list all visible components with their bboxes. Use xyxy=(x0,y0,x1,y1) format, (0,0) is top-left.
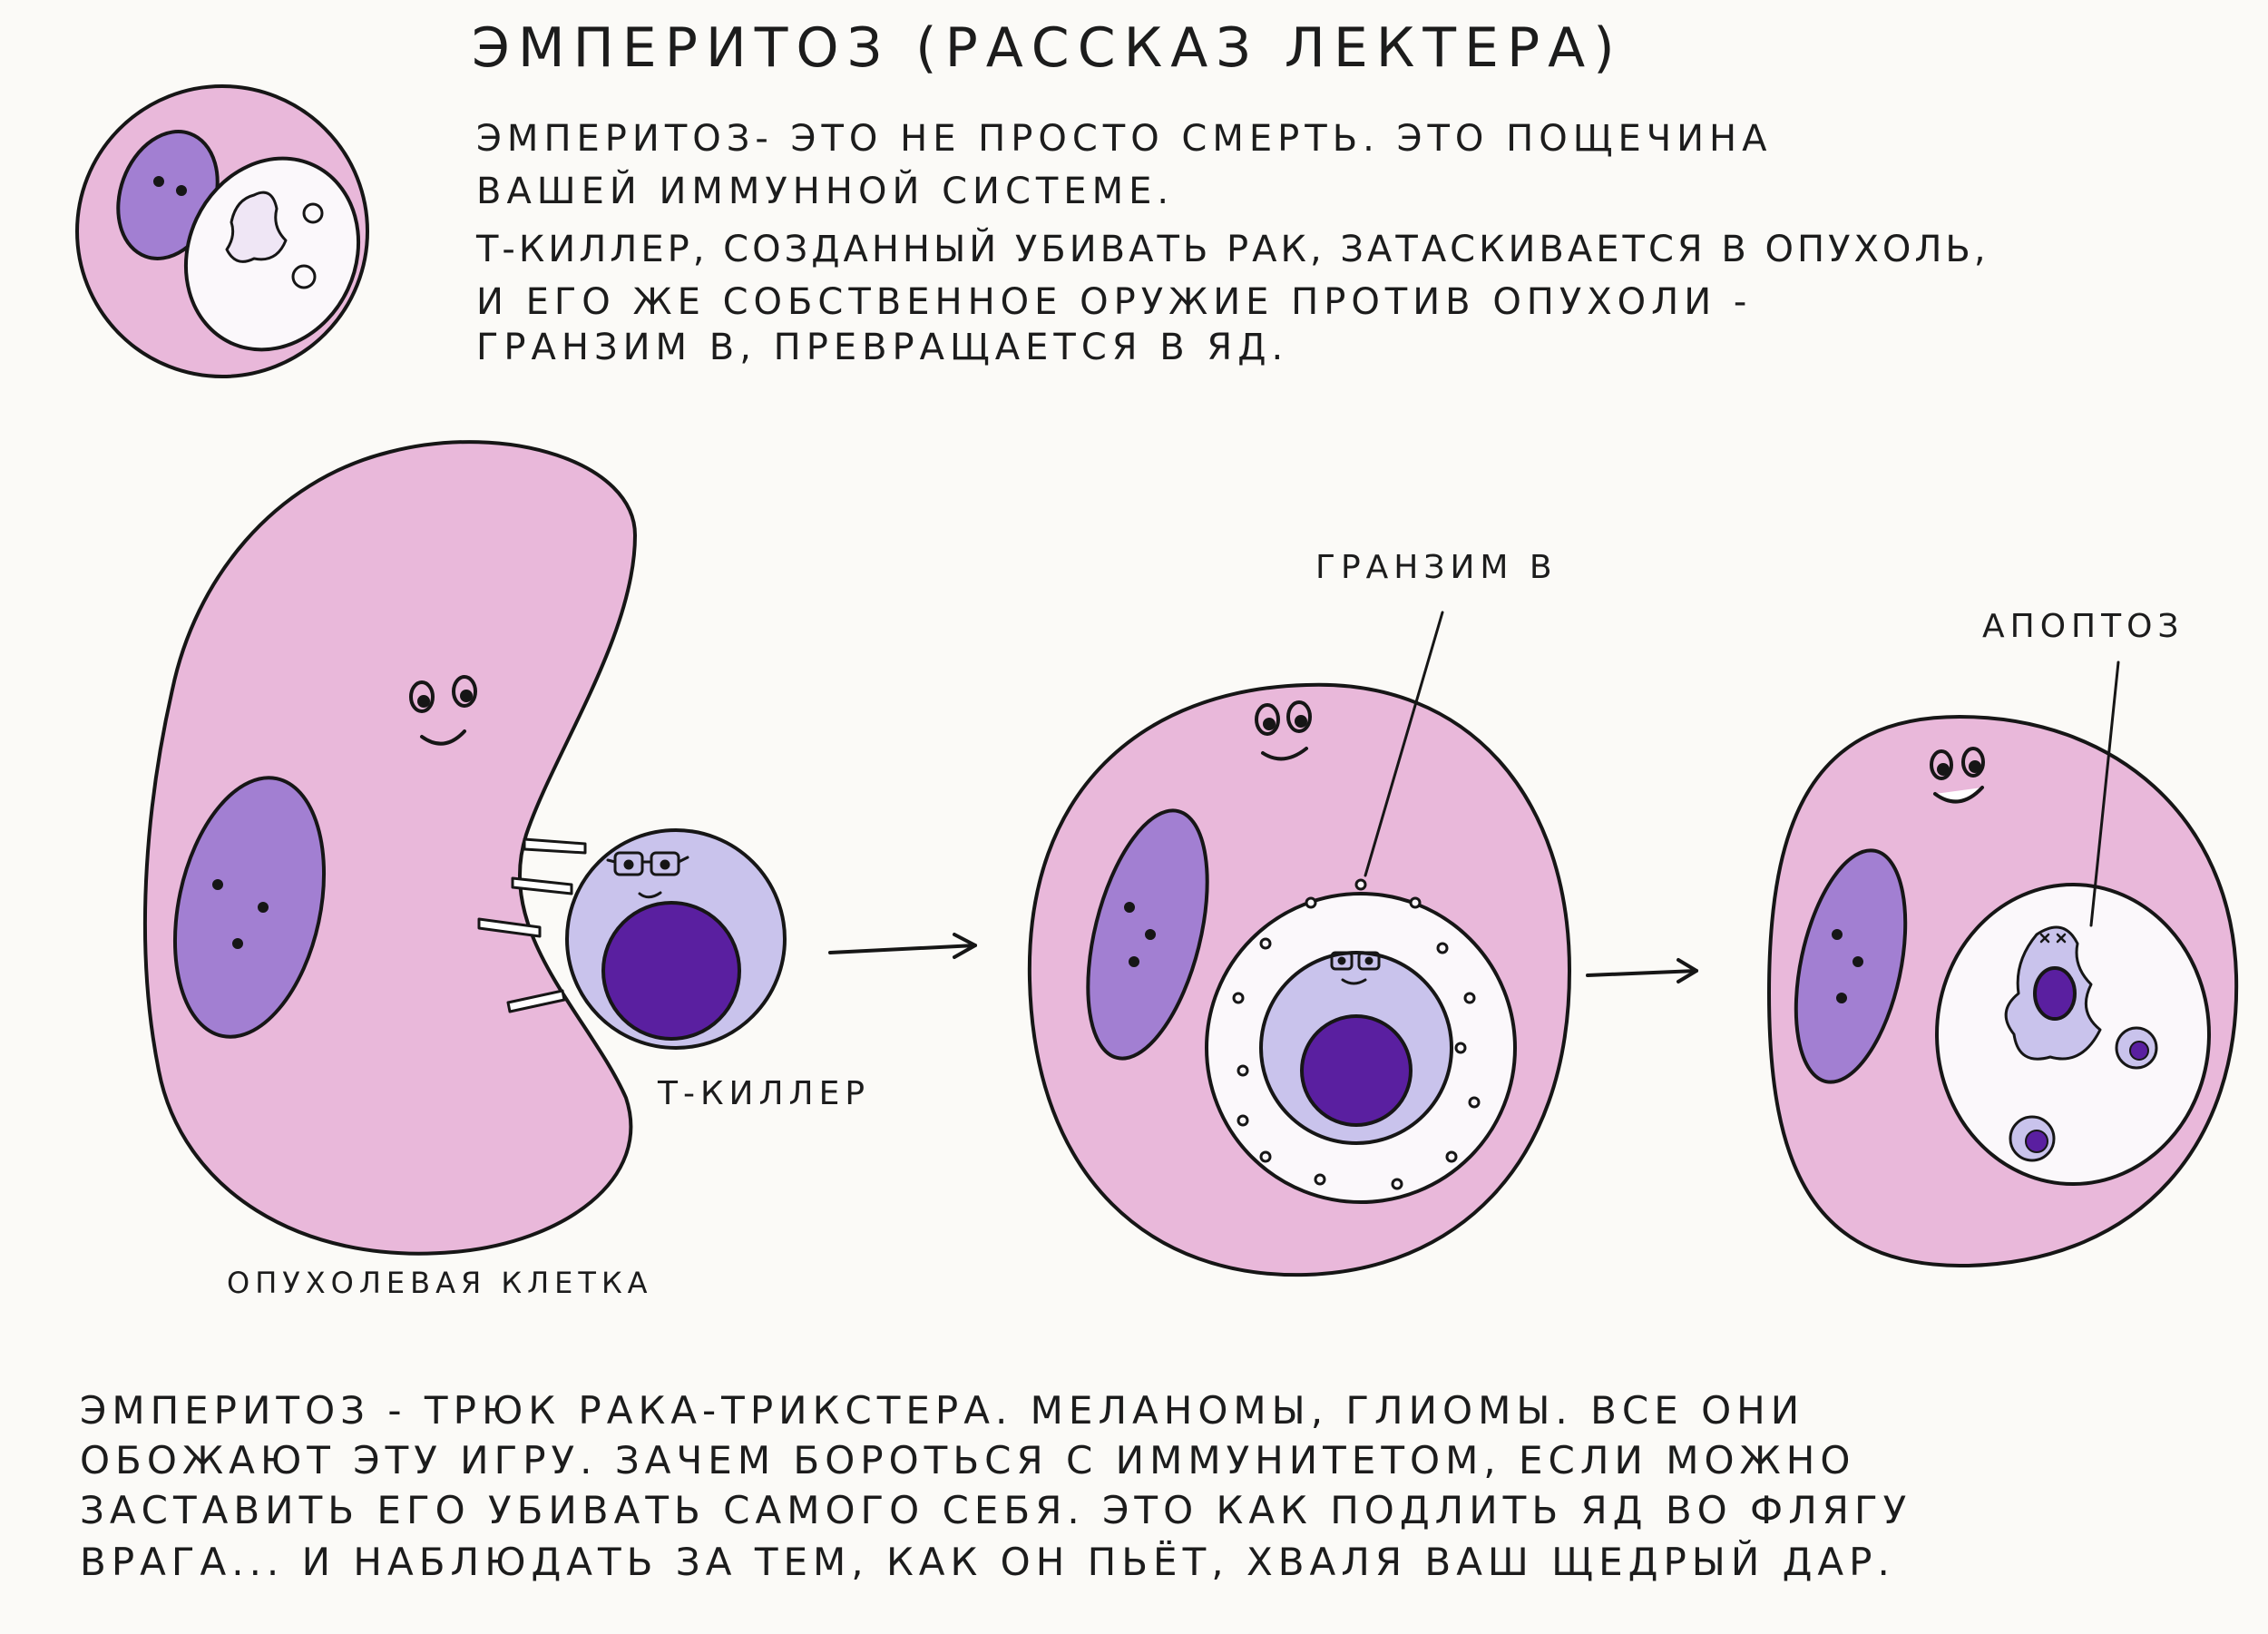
middle-cell xyxy=(1027,611,1571,1277)
granzyme-pointer xyxy=(1364,611,1444,877)
t-killer-face xyxy=(606,851,689,899)
arrow-1 xyxy=(828,933,977,959)
tumor-cell xyxy=(142,440,637,1256)
right-cell-face xyxy=(1930,747,1985,804)
tumor-cell-cytoplasm xyxy=(142,440,637,1256)
engulfed-t-killer-face xyxy=(1330,951,1381,985)
arrow-2 xyxy=(1586,958,1698,983)
t-killer-cell xyxy=(477,828,787,1050)
thumbnail-cell xyxy=(75,84,369,378)
outro-line: врага... и наблюдать за тем, как он пьёт… xyxy=(80,1540,1895,1584)
tumor-cell-nucleus xyxy=(172,776,327,1039)
intro-line: Т-киллер, созданный убивать рак, затаски… xyxy=(476,229,1989,270)
thumbnail-engulfed-cell xyxy=(225,191,288,263)
right-cell-nucleus xyxy=(1794,848,1908,1084)
granzyme-granules xyxy=(1232,878,1481,1190)
t-killer-nucleus xyxy=(601,901,741,1041)
outro-line: заставить его убивать самого себя. Это к… xyxy=(80,1488,1912,1532)
outro-line: обожают эту игру. Зачем бороться с иммун… xyxy=(80,1438,1856,1482)
intro-line: и его же собственное оружие против опухо… xyxy=(476,281,1753,323)
right-cell xyxy=(1767,660,2239,1268)
apoptosis-label: Апоптоз xyxy=(1982,608,2185,645)
page-title: Эмперитоз (рассказ Лектера) xyxy=(472,16,1623,80)
t-killer-label: Т-киллер xyxy=(658,1075,871,1112)
intro-line: гранзим В, превращается в яд. xyxy=(476,327,1289,368)
intro-line: Эмперитоз- это не просто смерть. Это пощ… xyxy=(476,118,1773,160)
cell-junction-staples xyxy=(477,837,587,1013)
middle-cell-face xyxy=(1255,700,1312,761)
dying-t-killer-fragment xyxy=(2033,966,2077,1021)
dying-t-killer-face xyxy=(2039,933,2067,944)
engulfed-t-killer-nucleus xyxy=(1300,1014,1413,1127)
tumor-cell-label: опухолевая клетка xyxy=(227,1266,653,1300)
tumor-cell-face xyxy=(409,675,477,746)
outro-line: Эмперитоз - трюк рака-трикстера. Меланом… xyxy=(80,1388,1805,1433)
apoptosis-pointer xyxy=(2089,660,2120,927)
intro-line: вашей иммунной системе. xyxy=(476,171,1175,212)
granzyme-label: Гранзим В xyxy=(1315,549,1558,586)
